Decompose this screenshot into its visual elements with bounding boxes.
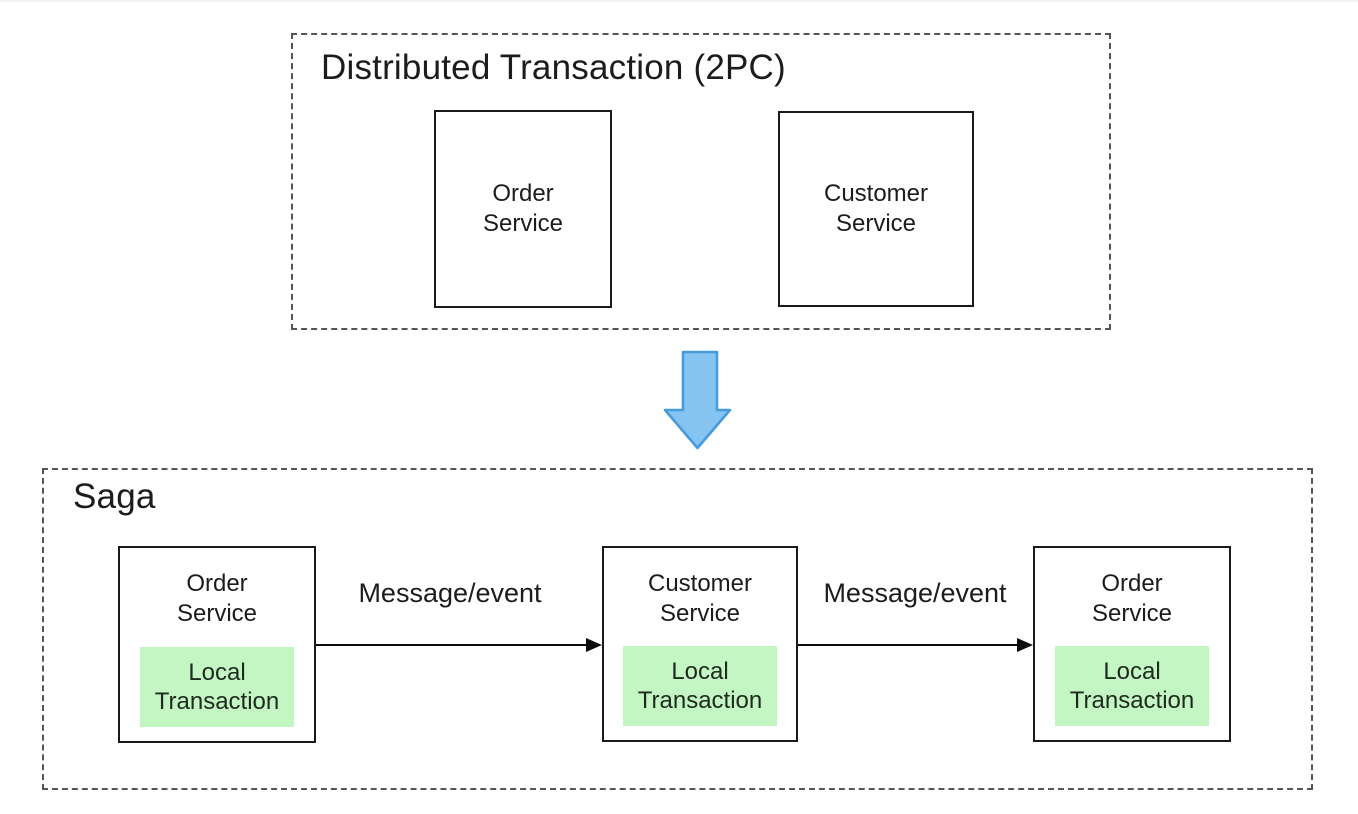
local-transaction-box-3: Local Transaction bbox=[1055, 646, 1209, 726]
2pc-order-service-label: Order Service bbox=[482, 180, 564, 237]
saga-order-service-label-1: Order Service bbox=[176, 570, 258, 627]
local-transaction-box-1: Local Transaction bbox=[140, 647, 294, 727]
2pc-order-service-box: Order Service bbox=[434, 110, 612, 308]
message-arrowhead-icon-1 bbox=[586, 638, 602, 652]
saga-order-service-box-1: Order Service Local Transaction bbox=[118, 546, 316, 743]
2pc-group-box: Distributed Transaction (2PC) bbox=[291, 33, 1111, 330]
saga-order-service-label-2: Order Service bbox=[1091, 570, 1173, 627]
saga-customer-service-box: Customer Service Local Transaction bbox=[602, 546, 798, 742]
down-block-arrow-icon bbox=[663, 350, 732, 450]
message-event-label-2: Message/event bbox=[823, 578, 1007, 608]
local-transaction-box-2: Local Transaction bbox=[623, 646, 777, 726]
message-arrowhead-icon-2 bbox=[1017, 638, 1033, 652]
window-top-edge-line bbox=[0, 0, 1358, 2]
2pc-customer-service-box: Customer Service bbox=[778, 111, 974, 307]
saga-group-title: Saga bbox=[73, 477, 156, 516]
message-arrow-line-2 bbox=[798, 644, 1019, 646]
saga-customer-service-label: Customer Service bbox=[647, 570, 753, 627]
message-event-label-1: Message/event bbox=[358, 578, 542, 608]
2pc-customer-service-label: Customer Service bbox=[823, 180, 929, 237]
saga-group-box: Saga bbox=[42, 468, 1313, 790]
2pc-group-title: Distributed Transaction (2PC) bbox=[321, 48, 786, 87]
saga-order-service-box-2: Order Service Local Transaction bbox=[1033, 546, 1231, 742]
message-arrow-line-1 bbox=[316, 644, 588, 646]
